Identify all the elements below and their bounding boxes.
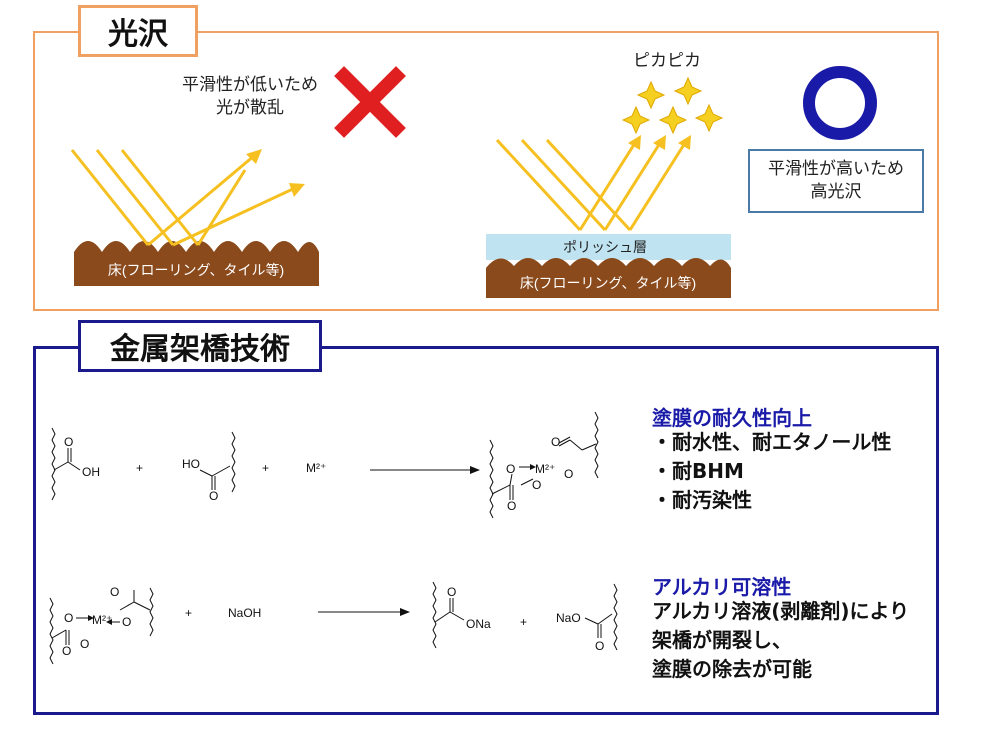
chem-ona: ONa — [466, 617, 491, 631]
metal-crosslink-panel — [33, 346, 939, 715]
low-smoothness-note: 平滑性が低いため 光が散乱 — [170, 74, 330, 120]
polymer-chain — [149, 587, 154, 637]
chem-plus: + — [185, 606, 192, 620]
arrowhead-up — [246, 149, 262, 164]
chem-nao: NaO — [556, 611, 581, 625]
polymer-chain — [594, 411, 599, 479]
polish-layer — [486, 234, 731, 260]
chem-ho: HO — [182, 457, 200, 471]
reaction-arrowhead — [400, 608, 410, 616]
chem-o: O — [532, 478, 541, 492]
polymer-chain — [49, 597, 54, 665]
chem-naoh: NaOH — [228, 606, 261, 620]
high-gloss-line1: 平滑性が高いため — [768, 159, 904, 180]
high-gloss-line2: 高光沢 — [810, 182, 862, 202]
polymer-chain — [432, 581, 437, 649]
chem-o: O — [209, 489, 218, 503]
cross-icon — [334, 66, 406, 138]
alkali-heading: アルカリ可溶性 — [652, 575, 792, 599]
reflection-arrowheads — [628, 135, 691, 150]
chem-o: O — [80, 637, 89, 651]
sparkle-label: ピカピカ — [633, 51, 701, 71]
alkali-description: アルカリ溶液(剥離剤)により 架橋が開裂し、 塗膜の除去が可能 — [652, 597, 909, 684]
polished-floor — [486, 258, 731, 298]
sparkle-icon — [621, 76, 724, 135]
chem-o: O — [122, 615, 131, 629]
chem-plus: + — [136, 461, 143, 475]
chem-o: O — [447, 585, 456, 599]
rough-floor-label: 床(フローリング、タイル等) — [108, 262, 284, 278]
chem-m2: M²⁺ — [92, 613, 112, 627]
arrowhead-right — [289, 183, 305, 197]
chem-o: O — [507, 499, 516, 513]
chem-o: O — [564, 467, 573, 481]
durability-item: ・耐BHM — [652, 459, 744, 483]
polymer-chain — [613, 583, 618, 651]
chem-o: O — [551, 435, 560, 449]
chem-o: O — [64, 611, 73, 625]
chem-m2: M²⁺ — [535, 462, 555, 476]
rough-floor — [74, 241, 319, 286]
metal-crosslink-title: 金属架橋技術 — [78, 320, 322, 372]
chem-o: O — [64, 435, 73, 449]
durability-item: ・耐水性、耐エタノール性 — [652, 430, 892, 454]
high-gloss-box: 平滑性が高いため 高光沢 — [748, 149, 924, 213]
chem-o: O — [110, 585, 119, 599]
chem-plus: + — [520, 615, 527, 629]
chem-o: O — [62, 644, 71, 658]
durability-list: ・耐水性、耐エタノール性 ・耐BHM ・耐汚染性 — [652, 428, 891, 515]
chem-plus: + — [262, 461, 269, 475]
chem-oh: OH — [82, 465, 100, 479]
low-smoothness-line2: 光が散乱 — [216, 97, 284, 118]
polymer-chain — [231, 431, 236, 493]
gloss-title: 光沢 — [78, 5, 198, 57]
chem-o: O — [595, 639, 604, 653]
polished-floor-label: 床(フローリング、タイル等) — [520, 275, 696, 291]
durability-item: ・耐汚染性 — [652, 488, 752, 512]
reaction-arrowhead — [470, 466, 480, 474]
circle-icon — [803, 66, 877, 140]
chem-o: O — [506, 462, 515, 476]
gloss-panel — [33, 31, 939, 311]
alkali-line: 架橋が開裂し、 — [652, 628, 792, 652]
polish-layer-label: ポリッシュ層 — [563, 239, 647, 255]
chem-m2: M²⁺ — [306, 461, 326, 475]
alkali-line: アルカリ溶液(剥離剤)により — [652, 599, 910, 623]
polymer-chain — [489, 439, 494, 519]
reflected-light-rays — [495, 138, 687, 232]
durability-heading: 塗膜の耐久性向上 — [652, 406, 812, 430]
polymer-chain — [51, 427, 56, 501]
scattered-light-rays — [70, 149, 296, 247]
low-smoothness-line1: 平滑性が低いため — [182, 75, 318, 95]
alkali-line: 塗膜の除去が可能 — [652, 657, 812, 681]
